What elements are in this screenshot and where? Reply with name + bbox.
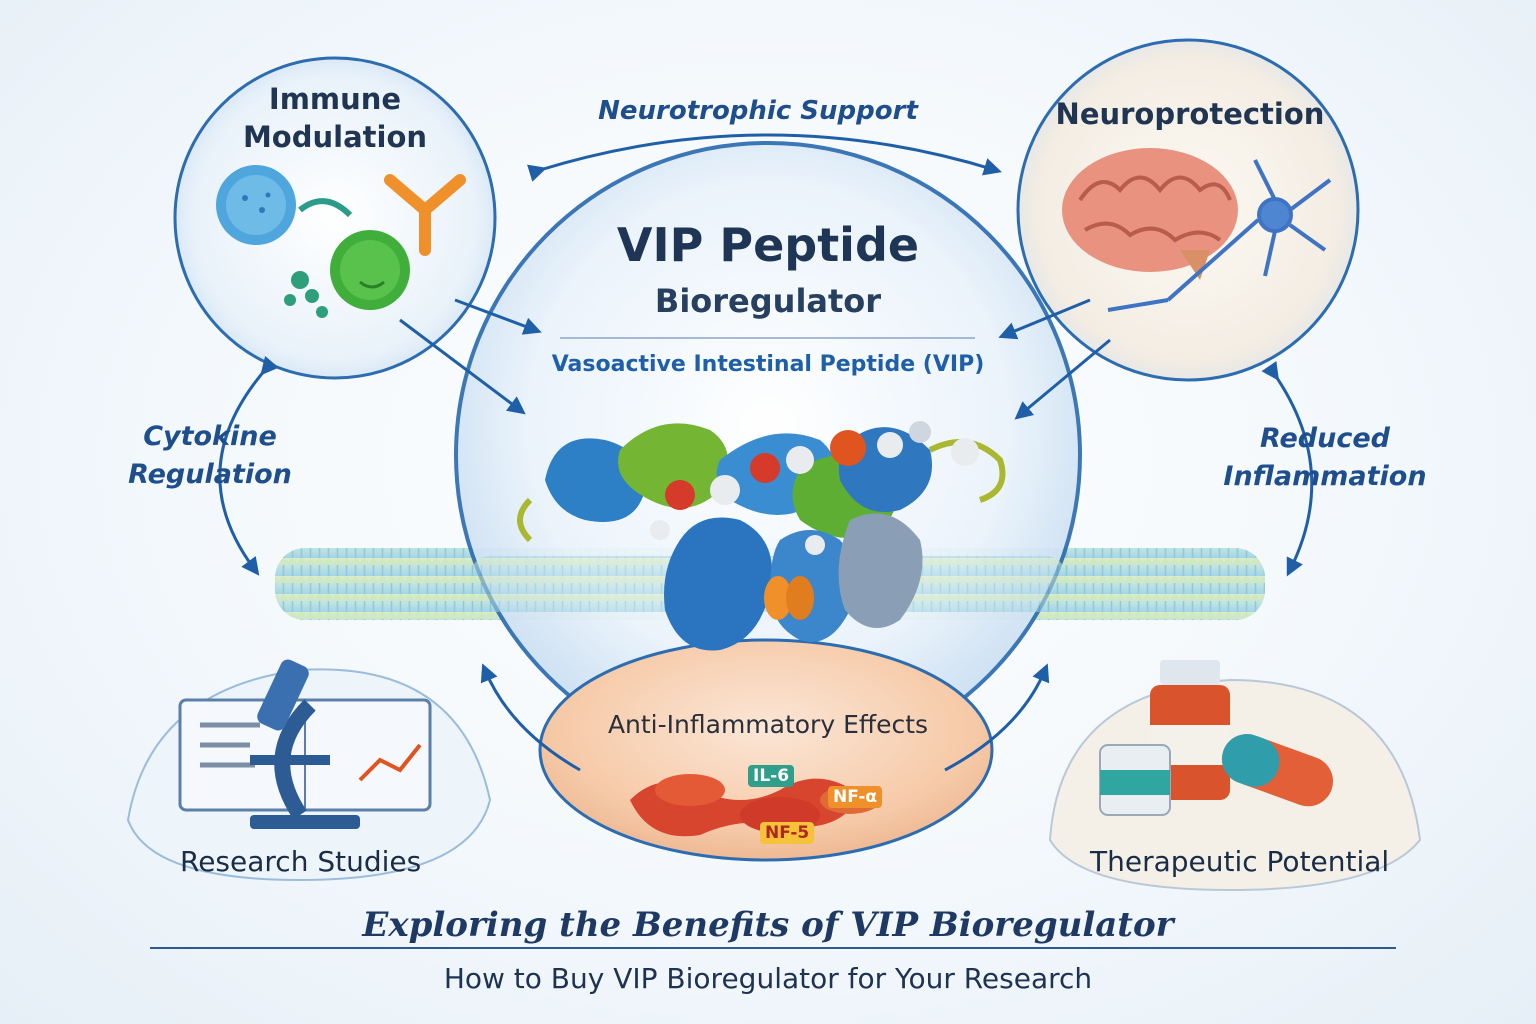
antibody-icon [384, 174, 466, 256]
reduced-inflammation-label: Reduced Inflammation [1215, 420, 1435, 496]
footer-subtitle: How to Buy VIP Bioregulator for Your Res… [443, 962, 1093, 995]
arrow-anti-to-left [480, 663, 581, 772]
neuron-icon [1107, 159, 1332, 312]
immune-modulation-circle [173, 56, 497, 380]
immune-title-line1: Immune [268, 82, 402, 116]
neuroprotection-title: Neuroprotection [1055, 97, 1325, 131]
capsule-icon [1221, 734, 1334, 807]
reduced-line2: Inflammation [1223, 461, 1427, 492]
immune-title-line2: Modulation [242, 120, 428, 154]
arrow-right-to-center [1014, 338, 1111, 420]
reduced-line1: Reduced [1260, 423, 1390, 454]
arrow-left-to-center [399, 318, 526, 415]
marker-il6: IL-6 [748, 765, 795, 787]
marker-nf5: NF-5 [760, 822, 815, 844]
research-studies-label: Research Studies [180, 845, 422, 878]
arrow-right-to-center-2 [998, 298, 1091, 340]
therapeutic-potential-label: Therapeutic Potential [1090, 845, 1390, 878]
arrow-left-to-center-2 [454, 298, 542, 335]
cytokine-line1: Cytokine [143, 421, 277, 452]
brain-icon [1062, 148, 1238, 280]
arrow-anti-to-right [944, 663, 1050, 772]
protein-structure-icon [517, 421, 1006, 651]
therapeutic-area-background [1048, 678, 1422, 892]
arrow-neurotrophic [527, 133, 1002, 182]
anti-inflammatory-label: Anti-Inflammatory Effects [607, 710, 929, 739]
immune-modulation-title: Immune Modulation [235, 80, 435, 156]
full-name-label: Vasoactive Intestinal Peptide (VIP) [551, 352, 985, 377]
arrow-cytokine [218, 355, 279, 576]
footer-title: Exploring the Benefits of VIP Bioregulat… [362, 905, 1174, 945]
microscope-icon [250, 659, 360, 829]
main-title: VIP Peptide [616, 218, 920, 272]
pill-bottle-icon [1099, 660, 1230, 816]
neurotrophic-label: Neurotrophic Support [598, 96, 918, 126]
marker-nf-alpha: NF-α [828, 786, 883, 808]
arrow-inflammation [1261, 361, 1314, 577]
cytokine-line2: Regulation [128, 459, 292, 490]
main-subtitle: Bioregulator [654, 282, 882, 320]
cytokine-label: Cytokine Regulation [110, 418, 310, 494]
immune-cells-icon [216, 165, 410, 318]
